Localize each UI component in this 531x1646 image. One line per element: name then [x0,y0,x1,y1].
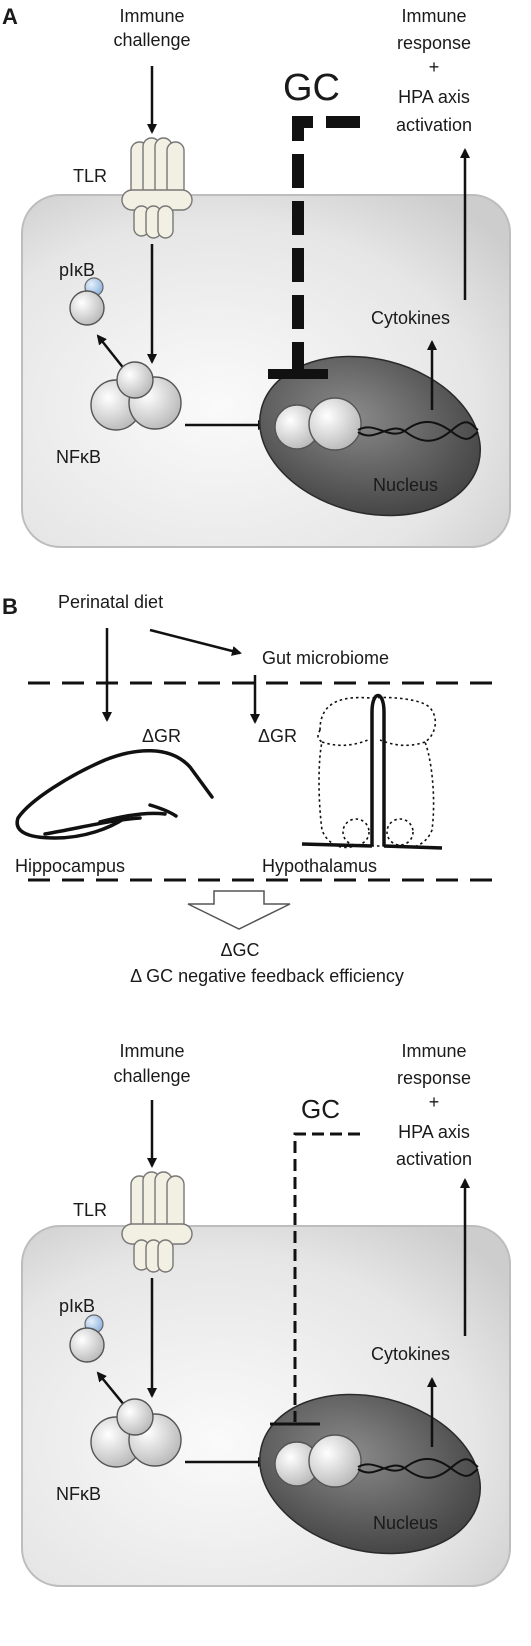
gc-c-label: GC [301,1094,340,1124]
response-c-line1: Immune [401,1041,466,1061]
dna-a-strand-1 [357,421,479,440]
response-c-line3: + [429,1092,440,1112]
nfkb-c-complex [90,1398,182,1468]
response-a-line4: HPA axis [398,87,470,107]
pikb-c-ball [69,1327,105,1363]
gut-microbiome-label: Gut microbiome [262,648,389,668]
response-a-line1: Immune [401,6,466,26]
immune-challenge-c-line2: challenge [113,1066,190,1086]
delta-gr-left-label: ΔGR [142,726,181,746]
response-a-line3: + [429,57,440,77]
gc-a-label: GC [283,67,340,109]
nfkb-c-label: NFκB [56,1484,101,1504]
nfkb-label: NFκB [56,447,101,467]
panel-b-label: B [2,594,18,619]
dna-a-strand-2 [357,421,479,442]
dna-c-strand-2 [357,1458,479,1479]
nucleus-a-label: Nucleus [373,475,438,495]
panel-a: A Immune challenge TLR pIκB [2,4,511,548]
nucleus-a-ball-2 [308,397,362,451]
nfkb-to-pikb-arrow [96,334,126,371]
hypothalamus-drawing [301,693,443,850]
response-c-line4: HPA axis [398,1122,470,1142]
pikb-c-label: pIκB [59,1296,95,1316]
nfkb-complex [90,361,182,431]
gc-c-inhibition-line [293,1132,360,1422]
delta-gc-label: ΔGC [220,940,259,960]
nucleus-c-label: Nucleus [373,1513,438,1533]
response-c-line2: response [397,1068,471,1088]
immune-challenge-label-line2: challenge [113,30,190,50]
diet-to-microbiome-arrow [149,628,242,656]
response-a-line2: response [397,33,471,53]
cytokines-a-label: Cytokines [371,308,450,328]
cytokines-c-label: Cytokines [371,1344,450,1364]
tlr-c-label: TLR [73,1200,107,1220]
nfkb-to-pikb-c-arrow [96,1371,126,1407]
immune-challenge-label-line1: Immune [119,6,184,26]
nucleus-c-ball-2 [308,1434,362,1488]
pikb-label: pIκB [59,260,95,280]
tlr-receptor [121,137,193,239]
response-a-line5: activation [396,115,472,135]
tlr-label: TLR [73,166,107,186]
hippocampus-label: Hippocampus [15,856,125,876]
delta-gr-right-label: ΔGR [258,726,297,746]
panel-a-label: A [2,4,18,29]
tlr-c-receptor [121,1171,193,1273]
immune-challenge-c-line1: Immune [119,1041,184,1061]
dna-c-strand-1 [357,1458,479,1477]
nucleus-c [258,1393,482,1555]
panel-c: Immune challenge TLR pIκB NFκB [21,1041,511,1587]
response-c-line5: activation [396,1149,472,1169]
hippocampus-drawing [15,749,214,840]
pikb-ball [69,290,105,326]
perinatal-diet-label: Perinatal diet [58,592,163,612]
hollow-down-arrow [187,890,291,930]
hypothalamus-label: Hypothalamus [262,856,377,876]
panel-b: B Perinatal diet Gut microbiome ΔGR ΔGR … [2,592,500,986]
feedback-label: Δ GC negative feedback efficiency [130,966,404,986]
gc-a-inhibition-line [292,116,360,372]
